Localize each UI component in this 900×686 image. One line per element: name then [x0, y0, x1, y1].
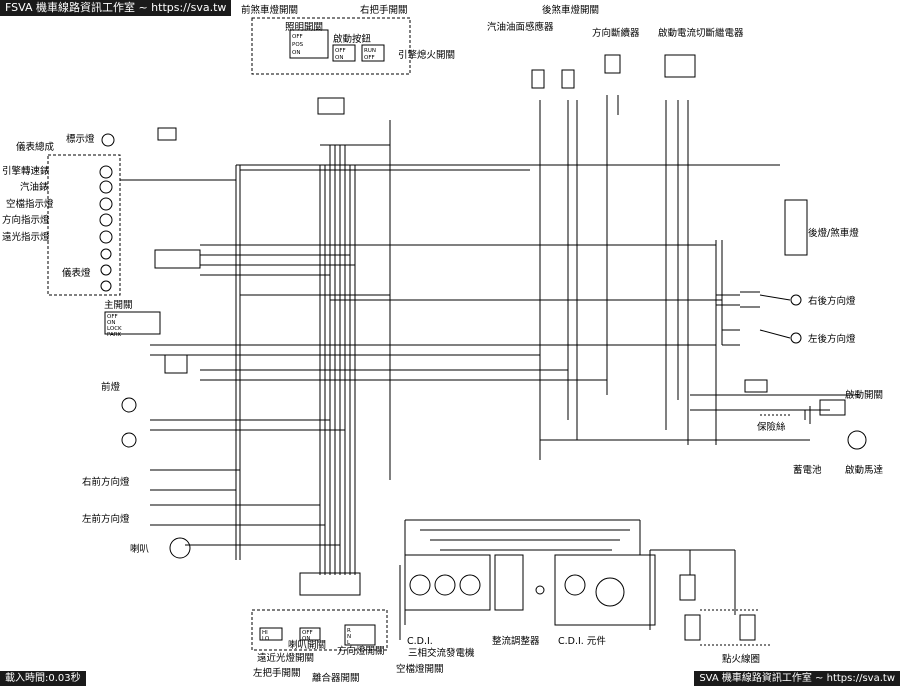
label-clutch-sw: 離合器開關 — [312, 672, 360, 684]
label-lighting-sw: 照明開關 — [285, 22, 323, 33]
lighting-sw-pos-on: ON — [292, 50, 300, 56]
label-start-button: 啟動按鈕 — [333, 33, 372, 45]
label-meter-assembly: 儀表總成 — [16, 141, 55, 153]
dimmer-sw-pos-hi: HI — [262, 630, 268, 636]
label-main-sw: 主開關 — [104, 299, 133, 311]
label-fuse: 保險絲 — [757, 421, 786, 433]
horn-sw-pos-on: ON — [302, 636, 310, 642]
label-l-rear-turn: 左後方向燈 — [808, 333, 856, 345]
label-starter-relay: 啟動電流切斷繼電器 — [658, 27, 744, 39]
label-meter-light: 儀表燈 — [62, 267, 91, 279]
label-high-beam-ind: 遠光指示燈 — [2, 231, 50, 243]
start-sw-pos-on: ON — [335, 55, 343, 61]
footer-load-time: 載入時間:0.03秒 — [0, 671, 86, 686]
turn-sw-pos-r: R — [347, 628, 351, 634]
dimmer-sw-pos-lo: LO — [262, 636, 270, 642]
label-turn-relay: 方向斷續器 — [592, 27, 640, 39]
turn-sw-pos-n: N — [347, 634, 351, 640]
label-ignition-coil: 點火線圈 — [722, 653, 760, 665]
label-front-brake-sw: 前煞車燈開關 — [241, 4, 298, 16]
label-cdi-unit: C.D.I. 元件 — [558, 635, 606, 647]
kill-sw-pos-run: RUN — [364, 48, 376, 54]
label-tachometer: 引擎轉速錶 — [2, 165, 50, 177]
label-left-handle-sw: 左把手開關 — [253, 667, 301, 679]
label-r-front-turn: 右前方向燈 — [82, 476, 130, 488]
start-sw-pos-off: OFF — [335, 48, 346, 54]
label-rear-brake-sw: 後煞車燈開關 — [542, 4, 599, 16]
label-right-handle-sw: 右把手開關 — [360, 4, 408, 16]
kill-sw-pos-off: OFF — [364, 55, 375, 61]
turn-sw-pos-l: L — [347, 640, 351, 646]
label-turn-sw: 方向燈開關 — [337, 645, 385, 657]
label-neutral-ind: 空檔指示燈 — [6, 198, 54, 210]
label-neutral-sw: 空檔燈開關 — [396, 663, 444, 675]
horn-sw-pos-off: OFF — [302, 630, 313, 636]
label-battery: 蓄電池 — [793, 464, 822, 476]
label-indicator-light: 標示燈 — [66, 133, 95, 145]
label-alternator: 三相交流發電機 — [408, 647, 475, 659]
label-tail-brake: 後燈/煞車燈 — [808, 227, 859, 239]
footer-site-banner: SVA 機車線路資訊工作室 ~ https://sva.tw — [694, 671, 900, 686]
label-horn-sw: 喇叭開關 — [288, 639, 326, 651]
site-banner: FSVA 機車線路資訊工作室 ~ https://sva.tw — [0, 0, 232, 16]
label-regulator: 整流調整器 — [492, 635, 540, 647]
label-l-front-turn: 左前方向燈 — [82, 513, 130, 525]
label-engine-kill-sw: 引擎熄火開關 — [398, 49, 455, 61]
label-fuel-gauge: 汽油錶 — [20, 181, 49, 193]
main-sw-pos-park: PARK — [107, 332, 122, 338]
label-horn: 喇叭 — [130, 543, 150, 555]
label-turn-ind: 方向指示燈 — [2, 214, 50, 226]
main-sw-pos-on: ON — [107, 320, 115, 326]
label-starter-motor: 啟動馬達 — [845, 464, 884, 476]
label-dimmer-sw: 遠近光燈開關 — [257, 652, 314, 664]
lighting-sw-pos-pos: POS — [292, 42, 304, 48]
label-r-rear-turn: 右後方向燈 — [808, 295, 856, 307]
label-headlight: 前燈 — [101, 381, 121, 393]
label-starter-motor-sw: 啟動開關 — [845, 389, 883, 401]
label-fuel-sender: 汽油油面感應器 — [487, 21, 554, 33]
main-sw-pos-lock: LOCK — [107, 326, 122, 332]
lighting-sw-pos-off: OFF — [292, 34, 303, 40]
label-cdi: C.D.I. — [407, 636, 433, 647]
main-sw-pos-off: OFF — [107, 314, 118, 320]
